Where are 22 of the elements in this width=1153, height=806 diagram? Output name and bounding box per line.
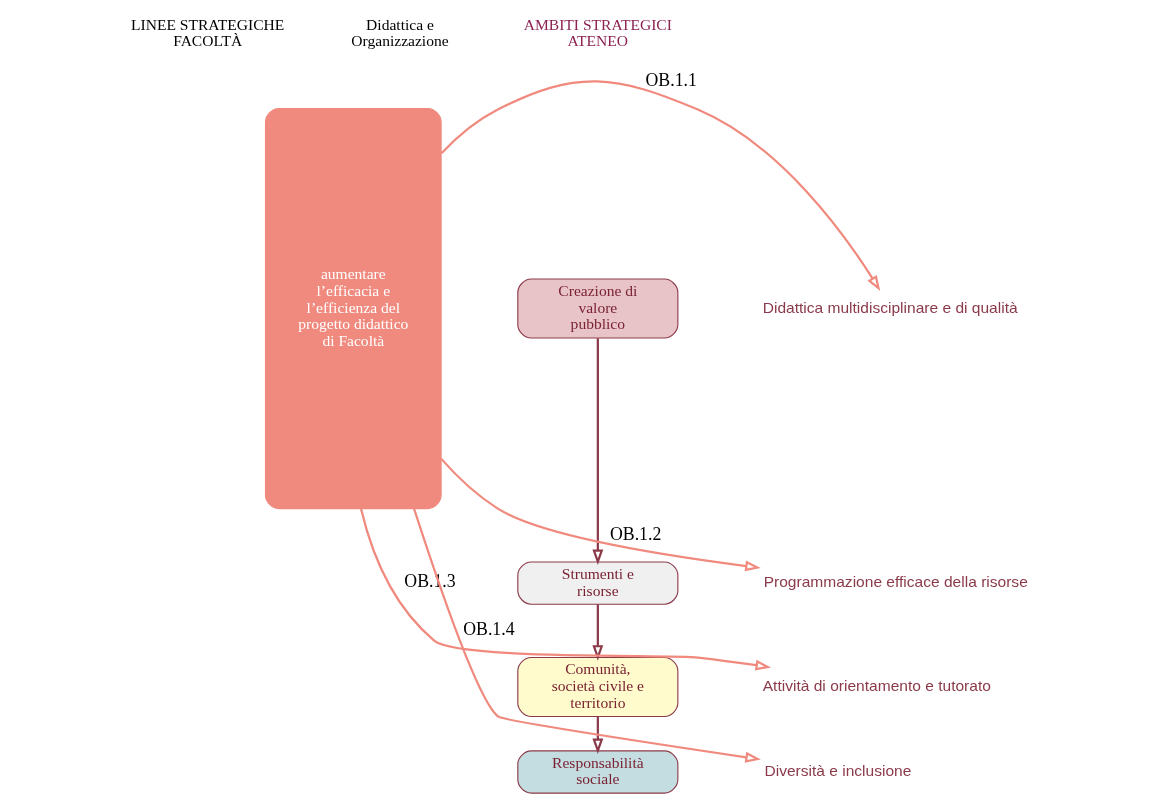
- node-text: Attività di orientamento e tutorato: [762, 677, 991, 695]
- node-box: aumentare l’efficacia e l’efficienza del progetto didattico di Facoltà: [264, 107, 442, 510]
- arrow: [359, 508, 771, 671]
- arrow: [412, 508, 761, 763]
- edge-label: OB.1.2: [609, 523, 661, 544]
- edge-label: OB.1.1: [645, 70, 697, 90]
- label: LINEE STRATEGICHE FACOLTÀ: [130, 15, 284, 50]
- node-text: Programmazione efficace della risorse: [763, 573, 1028, 591]
- node-box: Responsabilità sociale: [516, 750, 678, 794]
- node-box: Creazione di valore pubblico: [516, 278, 678, 339]
- node-box: Comunità, società civile e territorio: [516, 657, 678, 717]
- label: AMBITI STRATEGICI ATENEO: [523, 15, 672, 50]
- label: Didattica e Organizzazione: [350, 15, 449, 50]
- node-text: Didattica multidisciplinare e di qualità: [762, 298, 1018, 316]
- arrow: [440, 80, 880, 292]
- edge-label: OB.1.4: [462, 619, 515, 640]
- arrow: [591, 338, 603, 566]
- arrow: [591, 604, 603, 661]
- node-text: Diversità e inclusione: [763, 762, 911, 780]
- node-box: Strumenti e risorse: [516, 561, 678, 605]
- arrow: [591, 716, 603, 755]
- arrow: [440, 458, 761, 572]
